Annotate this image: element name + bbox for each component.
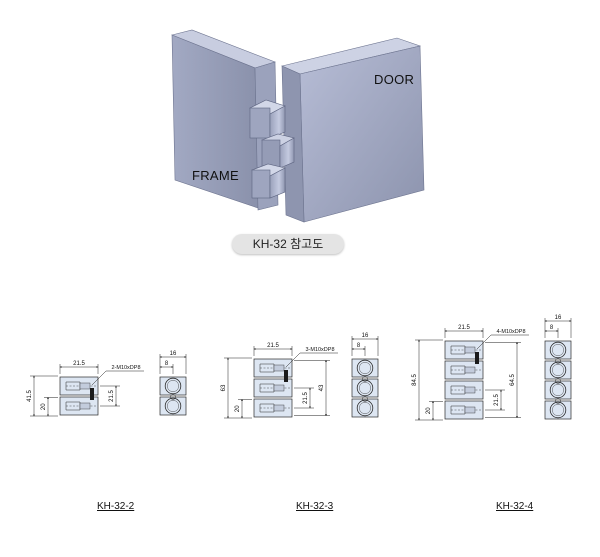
side-width-dimension: 16 (170, 351, 177, 357)
hinge-block (444, 340, 484, 360)
counterbore-outline (65, 381, 81, 391)
hinge-isometric-render (171, 29, 425, 223)
thread-hole (79, 382, 91, 390)
counterbore-outline (450, 385, 466, 395)
model-label-kh-32-2: KH-32-2 (97, 501, 135, 512)
bore-inner (167, 380, 179, 392)
side-offset-dimension: 8 (357, 343, 361, 349)
hinge-knuckles (249, 99, 295, 199)
bore-inner (359, 362, 371, 374)
thread-hole (79, 402, 91, 410)
pin-circle (555, 398, 561, 404)
base-dimension: 20 (426, 407, 432, 414)
leader-line (285, 352, 301, 368)
inner-dimension: 43 (319, 384, 325, 391)
leader-line (476, 334, 492, 350)
bore-inner (359, 402, 371, 414)
bore-circle (549, 381, 567, 399)
counterbore-outline (259, 383, 275, 393)
base-dimension: 20 (235, 405, 241, 412)
counterbore-outline (259, 403, 275, 413)
reference-caption-pill: KH-32 참고도 (232, 234, 344, 254)
thread-hole (464, 366, 476, 374)
pitch-dimension: 21.5 (303, 392, 309, 404)
pin-insert (90, 388, 94, 400)
counterbore-outline (65, 401, 81, 411)
door-panel (281, 37, 425, 223)
hinge-block (253, 398, 293, 418)
side-block (159, 376, 187, 396)
hinge-block (444, 380, 484, 400)
pin-insert (475, 352, 479, 364)
leader-line (91, 370, 107, 386)
pin-circle (362, 376, 368, 382)
thread-hole (273, 364, 285, 372)
bore-inner (552, 344, 564, 356)
hinge-block (444, 360, 484, 380)
bore-circle (356, 399, 374, 417)
thread-callout: 2-M10xDP8 (111, 365, 140, 371)
base-dimension: 20 (41, 403, 47, 410)
counterbore-outline (259, 363, 275, 373)
bore-circle (549, 341, 567, 359)
bore-circle (356, 359, 374, 377)
thread-callout: 3-M10xDP8 (305, 347, 334, 353)
bore-inner (552, 384, 564, 396)
width-dimension: 21.5 (73, 361, 85, 367)
counterbore-outline (450, 345, 466, 355)
pin-circle (170, 394, 176, 400)
hinge-block (444, 400, 484, 420)
door-label: DOOR (374, 72, 415, 87)
model-label-kh-32-3: KH-32-3 (296, 501, 334, 512)
side-width-dimension: 16 (555, 315, 562, 321)
bore-circle (549, 361, 567, 379)
pitch-dimension: 21.5 (494, 394, 500, 406)
pin-circle (555, 358, 561, 364)
width-dimension: 21.5 (458, 325, 470, 331)
thread-hole (464, 346, 476, 354)
bore-inner (359, 382, 371, 394)
thread-callout: 4-M10xDP8 (496, 329, 525, 335)
bore-circle (164, 377, 182, 395)
bore-circle (549, 401, 567, 419)
side-block (351, 358, 379, 378)
thread-hole (464, 386, 476, 394)
side-block (544, 340, 572, 360)
drawing-kh4: 21.5 84.5 20 64.5 21.5 4-M10xDP8 168 (412, 315, 572, 421)
thread-hole (273, 404, 285, 412)
frame-label: FRAME (192, 168, 239, 183)
model-label-kh-32-4: KH-32-4 (496, 501, 534, 512)
side-offset-dimension: 8 (165, 361, 169, 367)
height-dimension: 41.5 (27, 390, 33, 402)
drawing-kh2: 21.5 41.5 20 21.5 2-M10xDP8 168 (27, 351, 187, 417)
pin-insert (284, 370, 288, 382)
pitch-dimension: 21.5 (109, 390, 115, 402)
pin-circle (555, 378, 561, 384)
hinge-block (59, 376, 99, 396)
bore-circle (356, 379, 374, 397)
side-offset-dimension: 8 (550, 325, 554, 331)
inner-dimension: 64.5 (510, 374, 516, 386)
counterbore-outline (450, 405, 466, 415)
height-dimension: 84.5 (412, 374, 418, 386)
hinge-block (253, 358, 293, 378)
side-width-dimension: 16 (362, 333, 369, 339)
thread-hole (273, 384, 285, 392)
counterbore-outline (450, 365, 466, 375)
bore-inner (552, 364, 564, 376)
bore-inner (167, 400, 179, 412)
height-dimension: 63 (221, 384, 227, 391)
bore-inner (552, 404, 564, 416)
hinge-block (59, 396, 99, 416)
thread-hole (464, 406, 476, 414)
width-dimension: 21.5 (267, 343, 279, 349)
bore-circle (164, 397, 182, 415)
pin-circle (362, 396, 368, 402)
hinge-block (253, 378, 293, 398)
drawing-kh3: 21.5 63 20 43 21.5 3-M10xDP8 168 (221, 333, 379, 419)
